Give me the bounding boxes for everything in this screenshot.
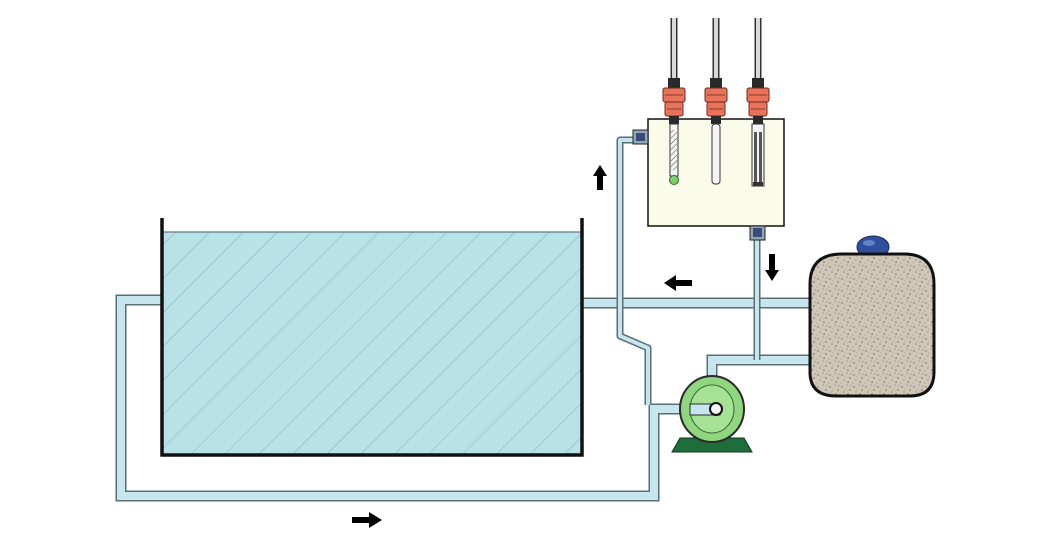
- flow-arrow-right: [352, 512, 382, 528]
- tank-wall: [160, 218, 584, 457]
- probe-group: [662, 18, 770, 187]
- probe-1-bulb: [669, 175, 679, 185]
- flow-arrows: [352, 165, 779, 528]
- pump-hub: [709, 402, 723, 416]
- filter-body: [808, 252, 936, 398]
- probe-1: [662, 78, 686, 185]
- tank: [160, 218, 584, 457]
- probe-3: [746, 78, 770, 187]
- pipe-sample-line: [616, 136, 652, 405]
- flow-arrow-up: [593, 165, 607, 190]
- pump-base: [671, 437, 753, 453]
- pump: [671, 375, 753, 453]
- filter: [808, 235, 936, 398]
- flow-arrow-left: [664, 275, 692, 291]
- flow-arrow-down: [765, 254, 779, 281]
- probe-2: [704, 78, 728, 185]
